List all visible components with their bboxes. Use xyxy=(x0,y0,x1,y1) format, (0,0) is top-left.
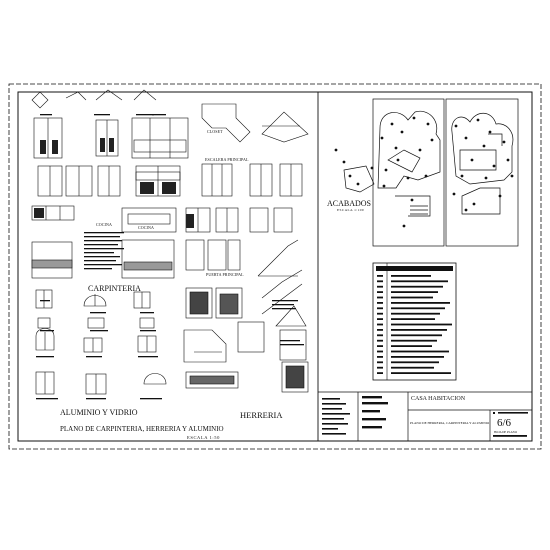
detail-hatches xyxy=(34,138,194,228)
label-escalera-principal: ESCALERA PRINCIPAL xyxy=(205,157,249,162)
label-closet: CLOSET xyxy=(207,129,223,134)
inner-border xyxy=(17,91,533,442)
acabados-floor-plans xyxy=(343,98,519,247)
project-name: CASA HABITACION xyxy=(411,396,466,402)
acabados-scale: ESCALA 1:100 xyxy=(337,208,365,212)
plan-title: PLANO DE CARPINTERIA, HERRERIA Y ALUMINI… xyxy=(60,425,224,433)
carpentry-details xyxy=(31,89,309,395)
outer-border xyxy=(8,83,542,450)
label-puerta-principal: PUERTA PRINCIPAL xyxy=(206,272,244,277)
label-cocina-2: COCINA xyxy=(138,225,154,230)
legend-rows xyxy=(377,275,452,374)
section-title-aluminio-vidrio: ALUMINIO Y VIDRIO xyxy=(60,408,138,417)
sheet-caption: HOJA DE PLANO xyxy=(494,430,518,434)
title-block xyxy=(318,391,532,441)
label-cocina: COCINA xyxy=(96,222,112,227)
drawing-name: PLANO DE HERRERIA, CARPINTERIA Y ALUMINI… xyxy=(410,421,490,425)
sheet-number: 6/6 xyxy=(497,417,512,429)
annotation-text-bars xyxy=(36,114,304,400)
plan-scale: ESCALA 1:50 xyxy=(187,435,220,440)
title-block-notes xyxy=(322,396,528,437)
section-title-acabados: ACABADOS xyxy=(327,199,372,208)
finish-markers xyxy=(334,116,514,228)
finishes-legend-table xyxy=(372,262,457,381)
section-title-carpinteria: CARPINTERIA xyxy=(88,284,141,293)
section-title-herreria: HERRERIA xyxy=(240,410,283,420)
